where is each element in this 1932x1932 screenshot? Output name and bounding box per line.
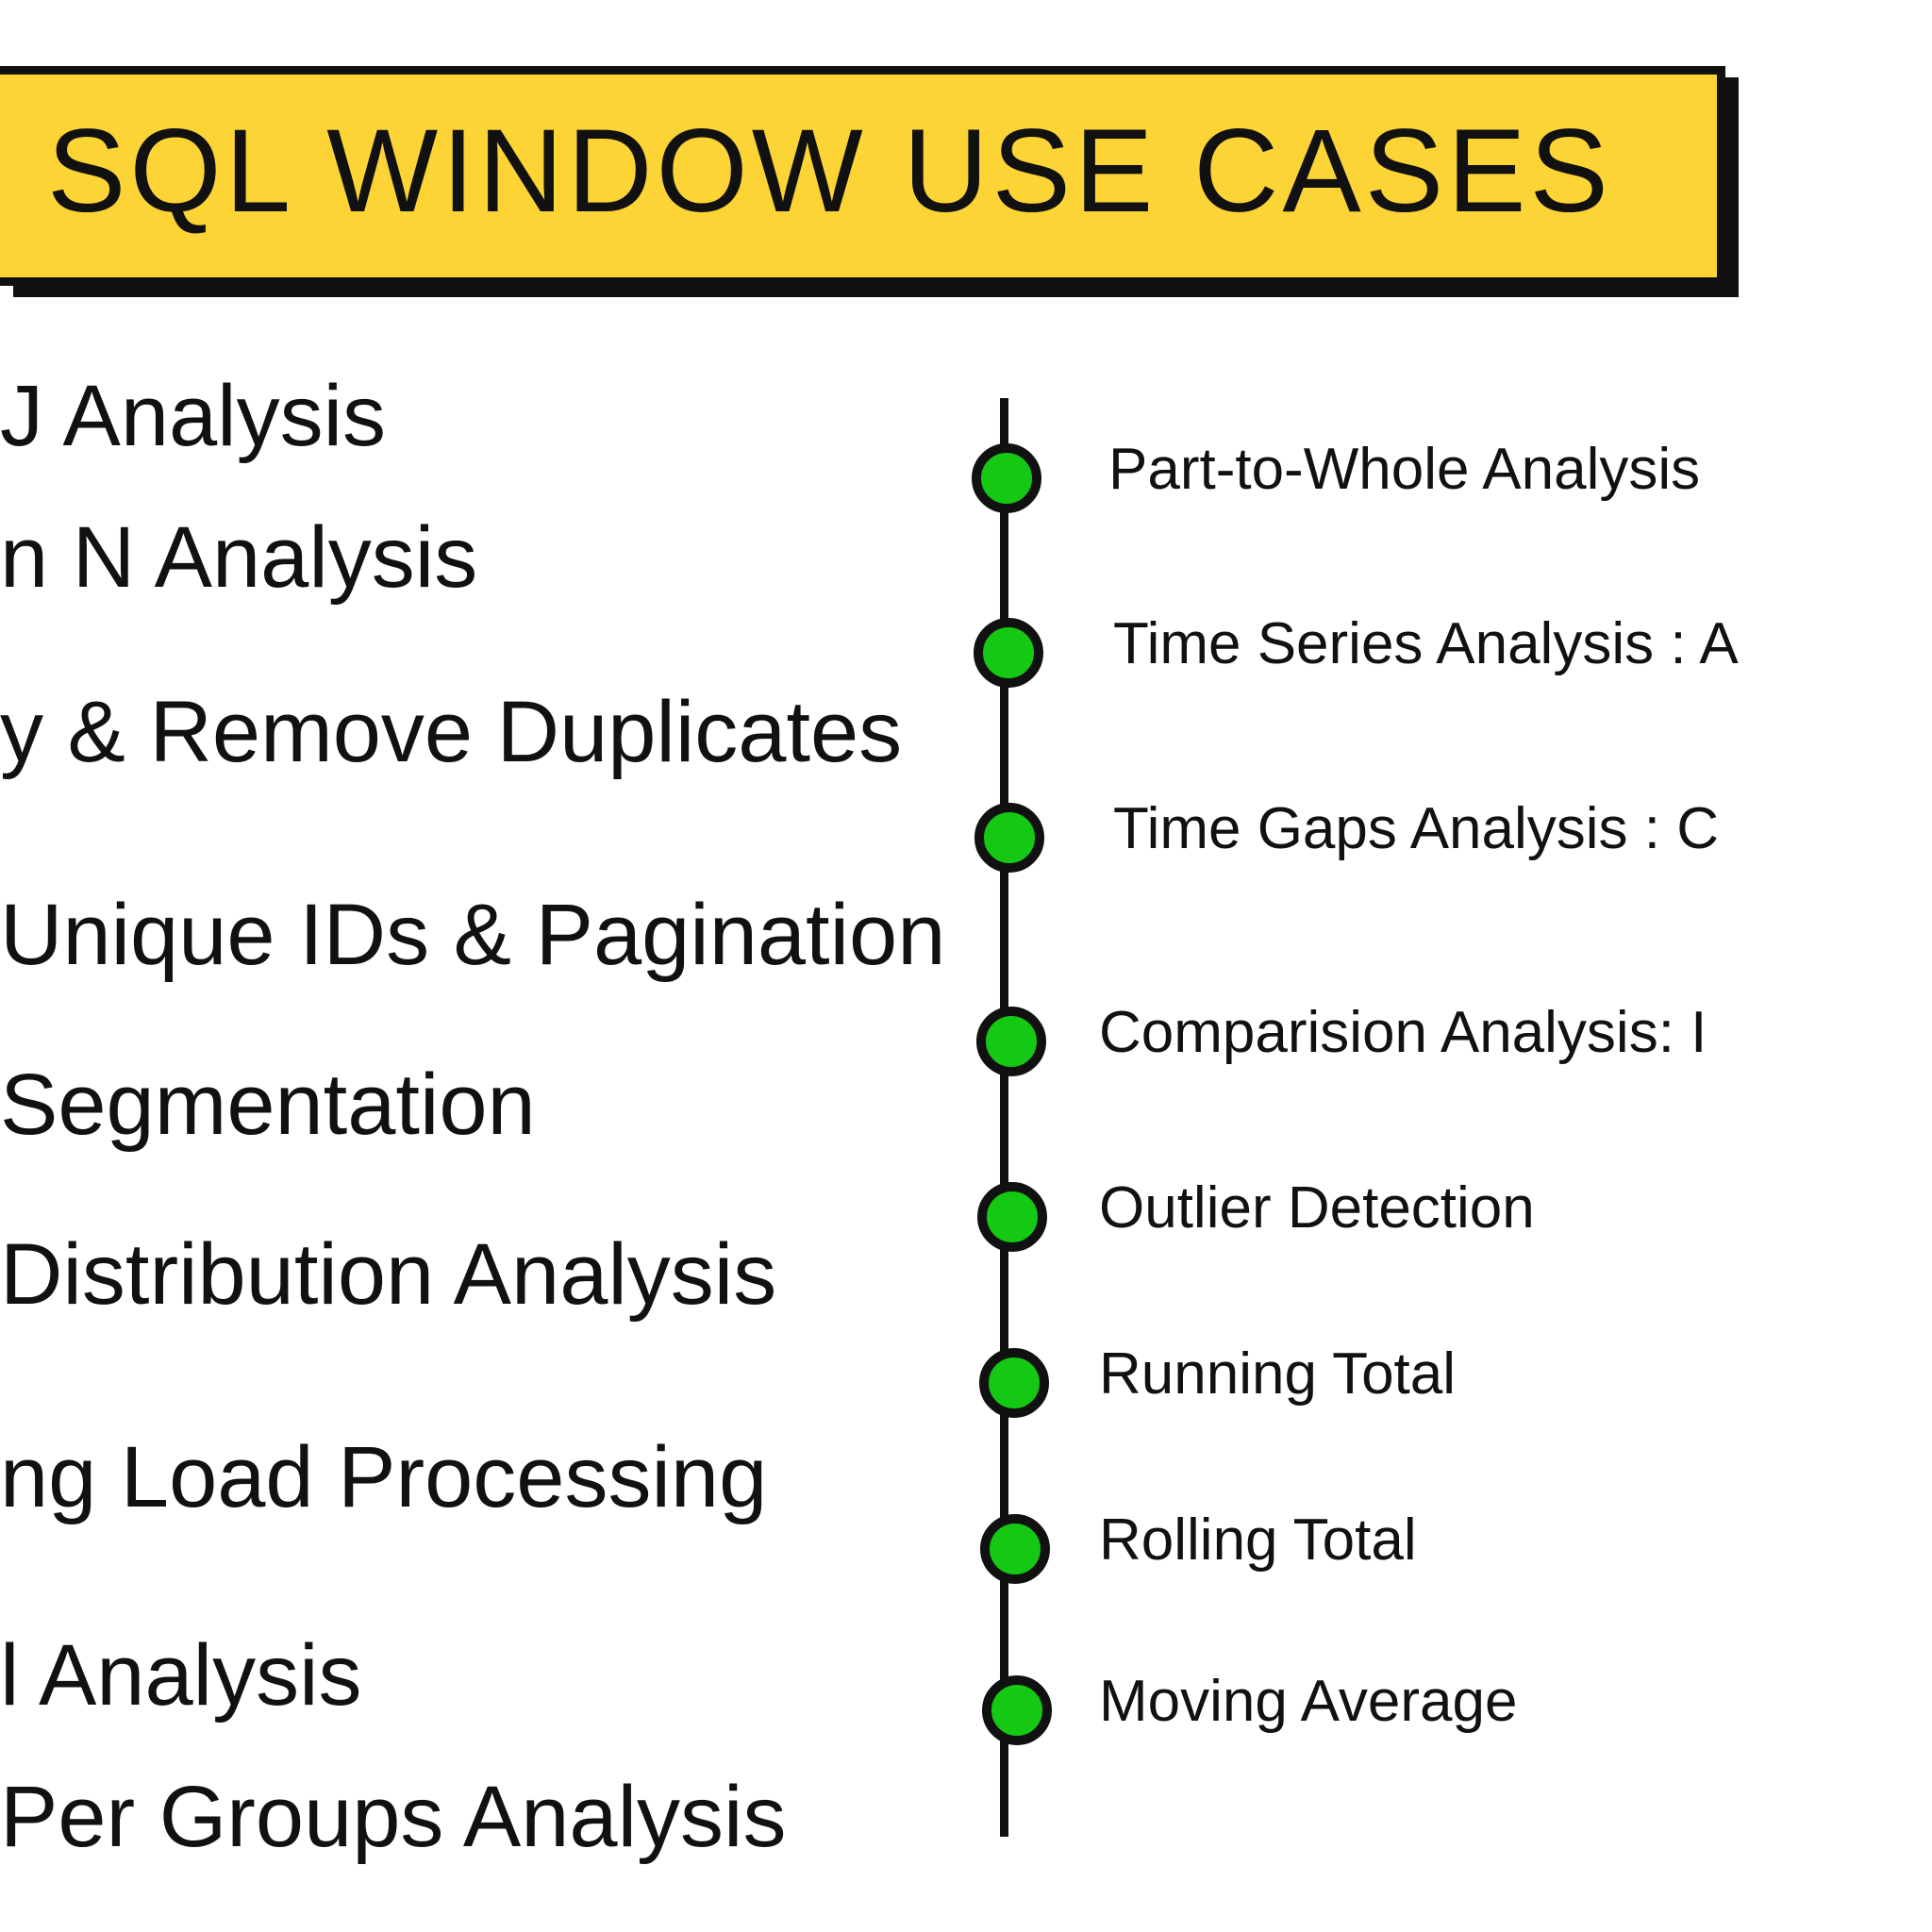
item-text: Analysis : C	[1396, 796, 1720, 861]
right-list-item: Part-to-Whole Analysis	[1104, 437, 1700, 505]
title-banner	[0, 66, 1725, 286]
timeline-dot	[974, 803, 1044, 873]
item-text: Analysis	[19, 1627, 362, 1724]
left-list-item: y & Remove Duplicates	[0, 684, 908, 781]
item-text: Analysis	[1469, 437, 1701, 502]
item-highlighted-text: Time Gaps	[1109, 796, 1403, 864]
item-text: Load Processing	[96, 1429, 768, 1525]
item-text: J Analysis	[0, 368, 387, 464]
timeline-dot	[978, 1348, 1049, 1418]
timeline-dot	[981, 1675, 1052, 1745]
item-highlighted-text: Part-to-Whole	[1104, 437, 1475, 505]
right-list-item: Comparision Analysis: I	[1094, 1000, 1707, 1068]
right-list-item: Time Gaps Analysis : C	[1109, 796, 1719, 864]
item-highlighted-text: Time Series	[1108, 611, 1429, 679]
page-title: SQL WINDOW USE CASES	[47, 106, 1612, 237]
right-list-item: Outlier Detection	[1095, 1175, 1535, 1243]
item-highlighted-text: Pagination	[531, 887, 952, 984]
left-list-item: n N Analysis	[0, 514, 477, 601]
item-highlighted-text: Distribution	[0, 1226, 441, 1324]
item-highlighted-text: Unique IDs	[0, 887, 436, 984]
item-highlighted-text: ng	[0, 1429, 103, 1526]
item-highlighted-text: Running	[1095, 1341, 1323, 1409]
timeline-dot	[972, 443, 1041, 513]
item-text: y & Remove	[0, 684, 497, 780]
timeline-dot	[980, 1514, 1050, 1584]
item-highlighted-text: Segmentation	[0, 1057, 541, 1154]
left-list-item: Segmentation	[0, 1057, 541, 1154]
item-highlighted-text: Outlier	[1095, 1175, 1277, 1243]
item-highlighted-text: Duplicates	[492, 684, 908, 781]
right-list-item: Time Series Analysis : A	[1108, 611, 1739, 679]
item-highlighted-text: Rolling	[1095, 1507, 1284, 1575]
right-list-item: Rolling Total	[1095, 1507, 1417, 1575]
item-highlighted-text: Per Groups	[0, 1769, 450, 1866]
item-text: Analysis	[434, 1226, 777, 1323]
item-text: Analysis: I	[1427, 1000, 1707, 1065]
right-list-item: Moving Average	[1095, 1669, 1518, 1737]
item-text: Analysis	[443, 1769, 787, 1865]
item-highlighted-text: Moving	[1095, 1669, 1293, 1737]
item-text: &	[429, 887, 536, 983]
timeline-dot	[975, 1007, 1046, 1076]
timeline-dot	[973, 618, 1043, 688]
item-highlighted-text: Comparision	[1094, 1000, 1434, 1068]
item-text: Average	[1287, 1669, 1518, 1734]
item-text: Detection	[1271, 1175, 1535, 1241]
item-text: Total	[1316, 1341, 1457, 1407]
timeline-line	[1000, 398, 1008, 1837]
left-list-item: Per Groups Analysis	[0, 1769, 786, 1866]
left-list-item: l Analysis	[0, 1627, 362, 1724]
item-highlighted-text: l	[0, 1627, 26, 1724]
item-text: Analysis : A	[1423, 611, 1739, 676]
left-list-item: Distribution Analysis	[0, 1226, 776, 1324]
right-list-item: Running Total	[1095, 1341, 1456, 1409]
timeline-dot	[977, 1182, 1047, 1252]
item-text: n N Analysis	[0, 509, 478, 606]
item-text: Total	[1277, 1507, 1417, 1573]
left-list-item: ng Load Processing	[0, 1429, 767, 1526]
left-list-item: Unique IDs & Pagination	[0, 887, 952, 984]
left-list-item: J Analysis	[0, 373, 386, 459]
